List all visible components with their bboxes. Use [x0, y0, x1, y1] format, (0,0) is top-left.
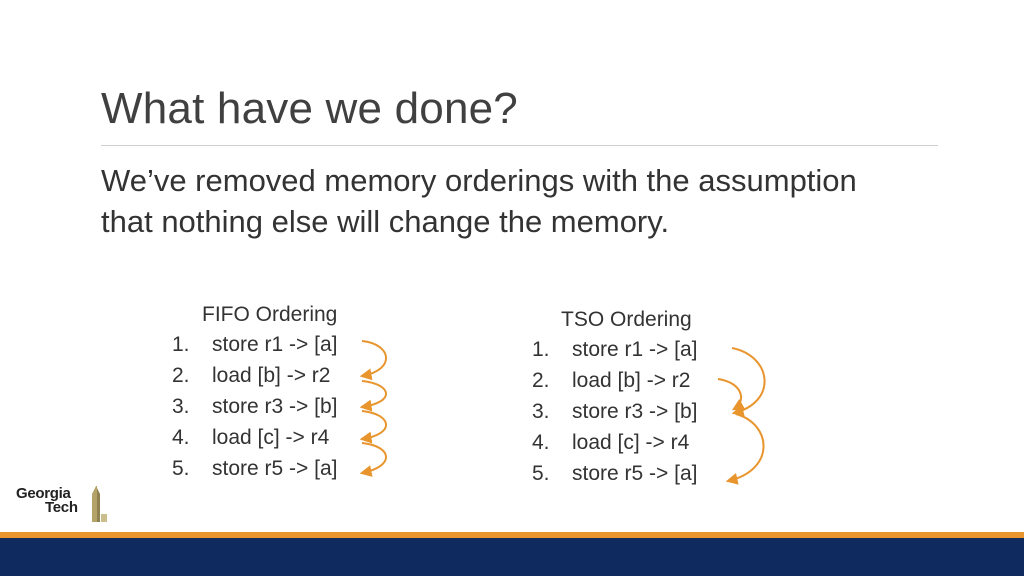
item-number: 4. — [172, 426, 190, 449]
item-text: store r5 -> [a] — [572, 462, 698, 485]
fifo-ordering-block: FIFO Ordering 1. store r1 -> [a] 2. load [… — [172, 300, 337, 484]
item-number: 1. — [532, 338, 550, 361]
fifo-arrow-1-2 — [359, 340, 387, 381]
fifo-heading: FIFO Ordering — [202, 303, 338, 326]
list-item: 2. load [b] -> r2 — [172, 360, 337, 391]
slide-subtitle: We’ve removed memory orderings with the … — [101, 163, 857, 239]
slide-title: What have we done? — [101, 84, 518, 133]
item-number: 3. — [532, 400, 550, 423]
fifo-arrow-3-4 — [359, 410, 387, 444]
fifo-arrow-2-3 — [359, 380, 387, 412]
item-text: store r3 -> [b] — [572, 400, 698, 423]
tso-arrow-3-5 — [725, 413, 765, 485]
item-number: 4. — [532, 431, 550, 454]
item-number: 5. — [172, 457, 190, 480]
footer-accent-bar — [0, 532, 1024, 538]
tso-instruction-list: 1. store r1 -> [a] 2. load [b] -> r2 3. sto… — [532, 334, 697, 489]
tso-ordering-block: TSO Ordering 1. store r1 -> [a] 2. load [b… — [532, 305, 697, 489]
item-text: load [c] -> r4 — [572, 431, 690, 454]
list-item: 3. store r3 -> [b] — [532, 396, 697, 427]
footer-bar — [0, 538, 1024, 576]
title-divider — [101, 145, 938, 146]
fifo-arrow-4-5 — [359, 442, 387, 477]
list-item: 1. store r1 -> [a] — [172, 329, 337, 360]
list-item: 2. load [b] -> r2 — [532, 365, 697, 396]
item-text: load [b] -> r2 — [212, 364, 331, 387]
item-text: store r5 -> [a] — [212, 457, 338, 480]
list-item: 5. store r5 -> [a] — [532, 458, 697, 489]
list-item: 3. store r3 -> [b] — [172, 391, 337, 422]
item-text: store r1 -> [a] — [212, 333, 338, 356]
logo-line-2: Tech — [45, 499, 78, 516]
item-text: load [b] -> r2 — [572, 369, 691, 392]
fifo-instruction-list: 1. store r1 -> [a] 2. load [b] -> r2 3. sto… — [172, 329, 337, 484]
list-item: 1. store r1 -> [a] — [532, 334, 697, 365]
list-item: 5. store r5 -> [a] — [172, 453, 337, 484]
logo-line-1: Georgia — [16, 485, 71, 502]
item-text: load [c] -> r4 — [212, 426, 330, 449]
item-number: 3. — [172, 395, 190, 418]
list-item: 4. load [c] -> r4 — [532, 427, 697, 458]
list-item: 4. load [c] -> r4 — [172, 422, 337, 453]
item-text: store r1 -> [a] — [572, 338, 698, 361]
tso-arrow-1-3 — [731, 347, 766, 417]
item-number: 5. — [532, 462, 550, 485]
tso-arrow-2-3 — [717, 378, 746, 411]
item-number: 2. — [172, 364, 190, 387]
item-number: 1. — [172, 333, 190, 356]
georgia-tech-logo: Georgia Tech — [16, 484, 107, 524]
item-text: store r3 -> [b] — [212, 395, 338, 418]
tech-tower-icon — [92, 486, 107, 522]
item-number: 2. — [532, 369, 550, 392]
tso-heading: TSO Ordering — [561, 308, 692, 331]
